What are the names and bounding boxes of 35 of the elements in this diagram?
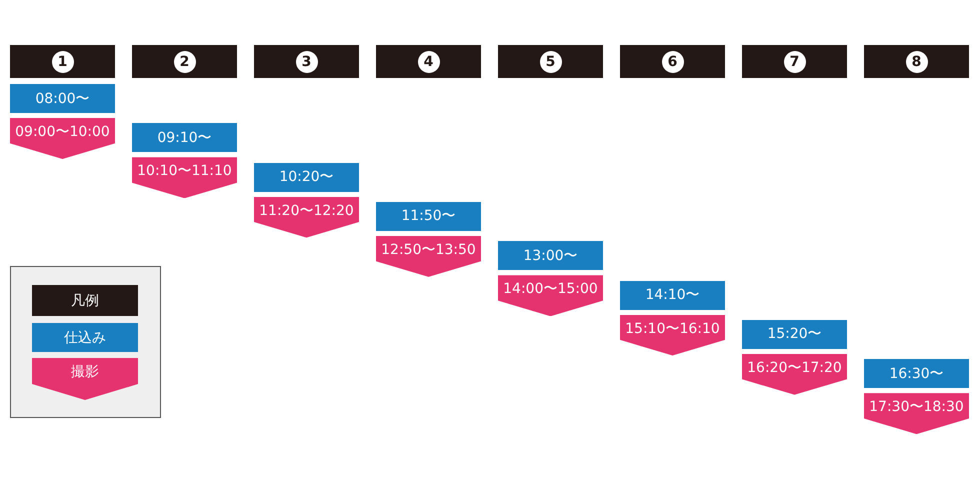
- step-number: 4: [418, 50, 440, 72]
- prep-time-bar: 14:10〜: [620, 280, 725, 310]
- step-header: [10, 45, 115, 78]
- prep-time-bar: 09:10〜: [132, 123, 237, 152]
- prep-time-bar: 13:00〜: [498, 241, 603, 270]
- step-header: [254, 45, 359, 78]
- legend-swatch: 仕込み: [32, 323, 138, 352]
- step-number: 1: [52, 50, 74, 72]
- step-header: [742, 45, 847, 78]
- shoot-time-tag: 17:30〜18:30: [864, 393, 969, 434]
- step-header: [132, 45, 237, 78]
- shoot-time-tag: 11:20〜12:20: [254, 196, 359, 238]
- step-number: 2: [174, 50, 196, 72]
- legend-swatch: 撮影: [32, 358, 138, 400]
- prep-time-bar: 11:50〜: [376, 202, 481, 231]
- step-number: 6: [662, 50, 684, 72]
- shoot-time-tag: 16:20〜17:20: [742, 354, 847, 395]
- shoot-time-tag: 14:00〜15:00: [498, 275, 603, 316]
- prep-time-bar: 16:30〜: [864, 359, 969, 388]
- step-header: [864, 45, 969, 78]
- prep-time-bar: 08:00〜: [10, 84, 115, 113]
- prep-time-bar: 10:20〜: [254, 162, 359, 192]
- step-number: 5: [540, 50, 562, 72]
- shoot-time-tag: 09:00〜10:00: [10, 118, 115, 159]
- shoot-time-tag: 15:10〜16:10: [620, 314, 725, 356]
- shoot-time-tag: 12:50〜13:50: [376, 236, 481, 277]
- shoot-time-tag: 10:10〜11:10: [132, 157, 237, 198]
- legend-title: 凡例: [32, 285, 138, 316]
- step-number: 7: [784, 50, 806, 72]
- step-header: [376, 45, 481, 78]
- step-header: [498, 45, 603, 78]
- step-header: [620, 45, 725, 78]
- step-number: 8: [906, 50, 928, 72]
- prep-time-bar: 15:20〜: [742, 320, 847, 349]
- step-number: 3: [296, 50, 318, 72]
